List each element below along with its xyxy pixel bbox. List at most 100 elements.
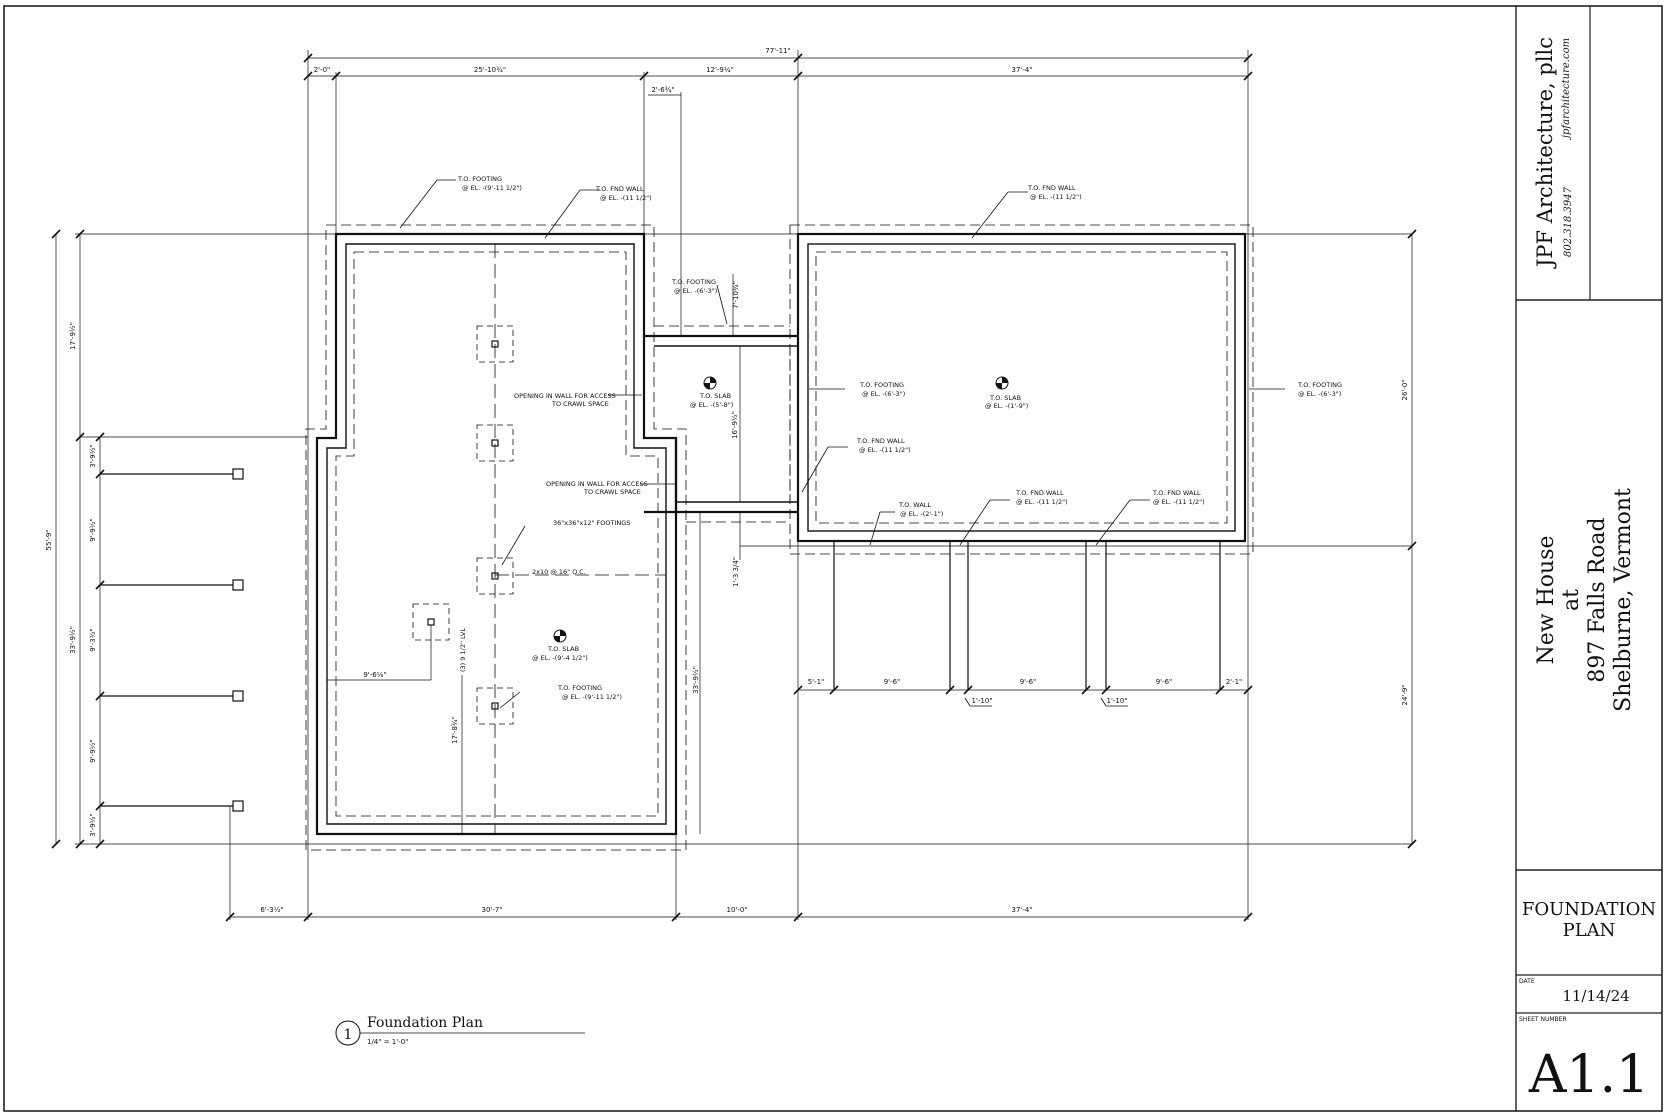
left-foundation-wall [315,232,678,836]
firm-web: jpfarchitecture.com [1561,38,1572,140]
dim-bottom-d: 37'-4" [1011,906,1032,914]
dimension-ticks [51,53,1417,922]
connector-wall-inner [654,345,798,503]
dim-left-seg3: 9'-3½" [89,628,97,651]
note-tof-right-inner: T.O. FOOTING [859,381,904,389]
note-tfw-b1-el: @ EL. -(11 1/2") [1016,498,1068,506]
sheet-border [3,5,1663,1112]
dim-left-seg2: 9'-9½" [89,518,97,541]
dim-right-lower: 24'-9" [1401,684,1409,705]
deck-posts [100,468,244,812]
note-tfw-b1: T.O. FND WALL [1015,489,1064,497]
pier-posts [427,340,499,710]
note-tof-mid: T.O. FOOTING [671,278,716,286]
note-tfw-top-2: T.O. FND WALL [1027,184,1076,192]
dim-top-overall: 77'-11" [765,47,790,55]
note-tof-left-el: @ EL. -(9'-11 1/2") [562,693,622,701]
pier-pads [412,325,514,725]
dim-mid-a: 7'-10¾" [732,281,740,309]
slab-elevation-symbol [703,376,717,390]
right-foundation-wall-inner [807,243,1236,532]
dim-top-a: 2'-0" [314,66,331,74]
dim-mid-c: 1'-3 3/4" [732,557,740,587]
leader-lines [399,179,1285,709]
project-line-4: Shelburne, Vermont [1611,488,1636,712]
dim-right-upper: 26'-0" [1401,379,1409,400]
date-value: 11/14/24 [1562,987,1629,1005]
dim-pier-a: 5'-1" [808,678,825,686]
dim-bottom-b: 30'-7" [481,906,502,914]
connector-wall [644,334,798,514]
note-beam: (3) 9 1/2" LVL [459,628,467,672]
right-footing-inner [815,251,1228,524]
note-tow: T.O. WALL [898,501,931,509]
dim-bottom-c: 10'-0" [726,906,747,914]
note-slab-right-el: @ EL. -(1'-9") [985,402,1028,410]
note-tof-right-outer: T.O. FOOTING [1297,381,1342,389]
note-joists: 2x10 @ 16" O.C. [532,568,586,576]
dim-left-overall: 55'-9" [45,529,53,550]
note-slab-right: T.O. SLAB [989,394,1021,402]
drawing-title: Foundation Plan [367,1015,483,1031]
project-line-3: 897 Falls Road [1585,517,1610,682]
note-opening-1b: TO CRAWL SPACE [551,400,609,408]
note-tfw-b2-el: @ EL. -(11 1/2") [1153,498,1205,506]
dim-left-lower: 33'-9½" [69,626,77,654]
note-tfw-top-1: T.O. FND WALL [595,185,644,193]
date-label: DATE [1519,978,1535,985]
slab-elevation-symbol [553,629,567,643]
note-opening-2b: TO CRAWL SPACE [583,488,641,496]
project-line-1: New House [1534,535,1559,664]
dim-left-seg1: 3'-9½" [89,444,97,467]
dim-top-e: 2'-6¾" [651,86,674,94]
slab-elevation-symbol [995,376,1009,390]
dim-pier-g: 1'-10" [1106,697,1127,705]
note-tof-top-1-el: @ EL. -(9'-11 1/2") [462,184,522,192]
dim-left-seg5: 3'-9½" [89,813,97,836]
drawing-number: 1 [344,1027,353,1043]
dim-mid-f: 9'-6⅛" [363,671,386,679]
dim-mid-e: 17'-8¾" [451,716,459,744]
dimension-lines [55,50,1413,920]
note-opening-2: OPENING IN WALL FOR ACCESS [546,480,648,488]
left-footing-inner [335,251,659,817]
firm-name: JPF Architecture, pllc [1533,37,1557,269]
left-foundation-wall-inner [326,243,667,825]
note-tfw-right: T.O. FND WALL [856,437,905,445]
note-slab-left-el: @ EL. -(9'-4 1/2") [532,654,588,662]
note-slab-left: T.O. SLAB [547,645,579,653]
note-opening-1: OPENING IN WALL FOR ACCESS [514,392,616,400]
note-tof-right-inner-el: @ EL. -(6'-3") [862,390,905,398]
drawing-scale: 1/4" = 1'-0" [367,1038,408,1046]
sheet-title-line-2: PLAN [1563,920,1616,941]
dim-bottom-a: 6'-3½" [260,906,283,914]
project-line-2: at [1559,589,1584,611]
dim-left-seg4: 9'-9½" [89,739,97,762]
note-tof-right-outer-el: @ EL. -(6'-3") [1298,390,1341,398]
dim-pier-e: 2'-1" [1226,678,1243,686]
dim-left-upper: 17'-9½" [69,322,77,350]
dim-top-d: 37'-4" [1011,66,1032,74]
note-tof-left: T.O. FOOTING [557,684,602,692]
firm-phone: 802.318.3947 [1563,186,1574,257]
sheet-number-label: SHEET NUMBER [1519,1016,1567,1023]
dim-top-b: 25'-10¾" [474,66,506,74]
note-footings: 36"x36"x12" FOOTINGS [553,519,630,527]
left-footing-outline [305,224,687,851]
note-tow-el: @ EL. -(2'-1") [900,510,943,518]
note-tof-mid-el: @ EL. -(6'-3") [674,287,717,295]
dim-pier-c: 9'-6" [1020,678,1037,686]
dim-pier-d: 9'-6" [1156,678,1173,686]
note-slab-mid-el: @ EL. -(5'-8") [690,401,733,409]
dim-top-c: 12'-9¼" [706,66,734,74]
connector-footing [654,325,791,523]
right-footing-outline [789,224,1254,555]
note-tfw-right-el: @ EL. -(11 1/2") [859,446,911,454]
note-tfw-top-1-el: @ EL. -(11 1/2") [600,194,652,202]
sheet-number: A1.1 [1528,1045,1649,1105]
dim-pier-b: 9'-6" [884,678,901,686]
porch-piers [833,541,1221,690]
note-slab-mid: T.O. SLAB [699,392,731,400]
note-tfw-b2: T.O. FND WALL [1152,489,1201,497]
